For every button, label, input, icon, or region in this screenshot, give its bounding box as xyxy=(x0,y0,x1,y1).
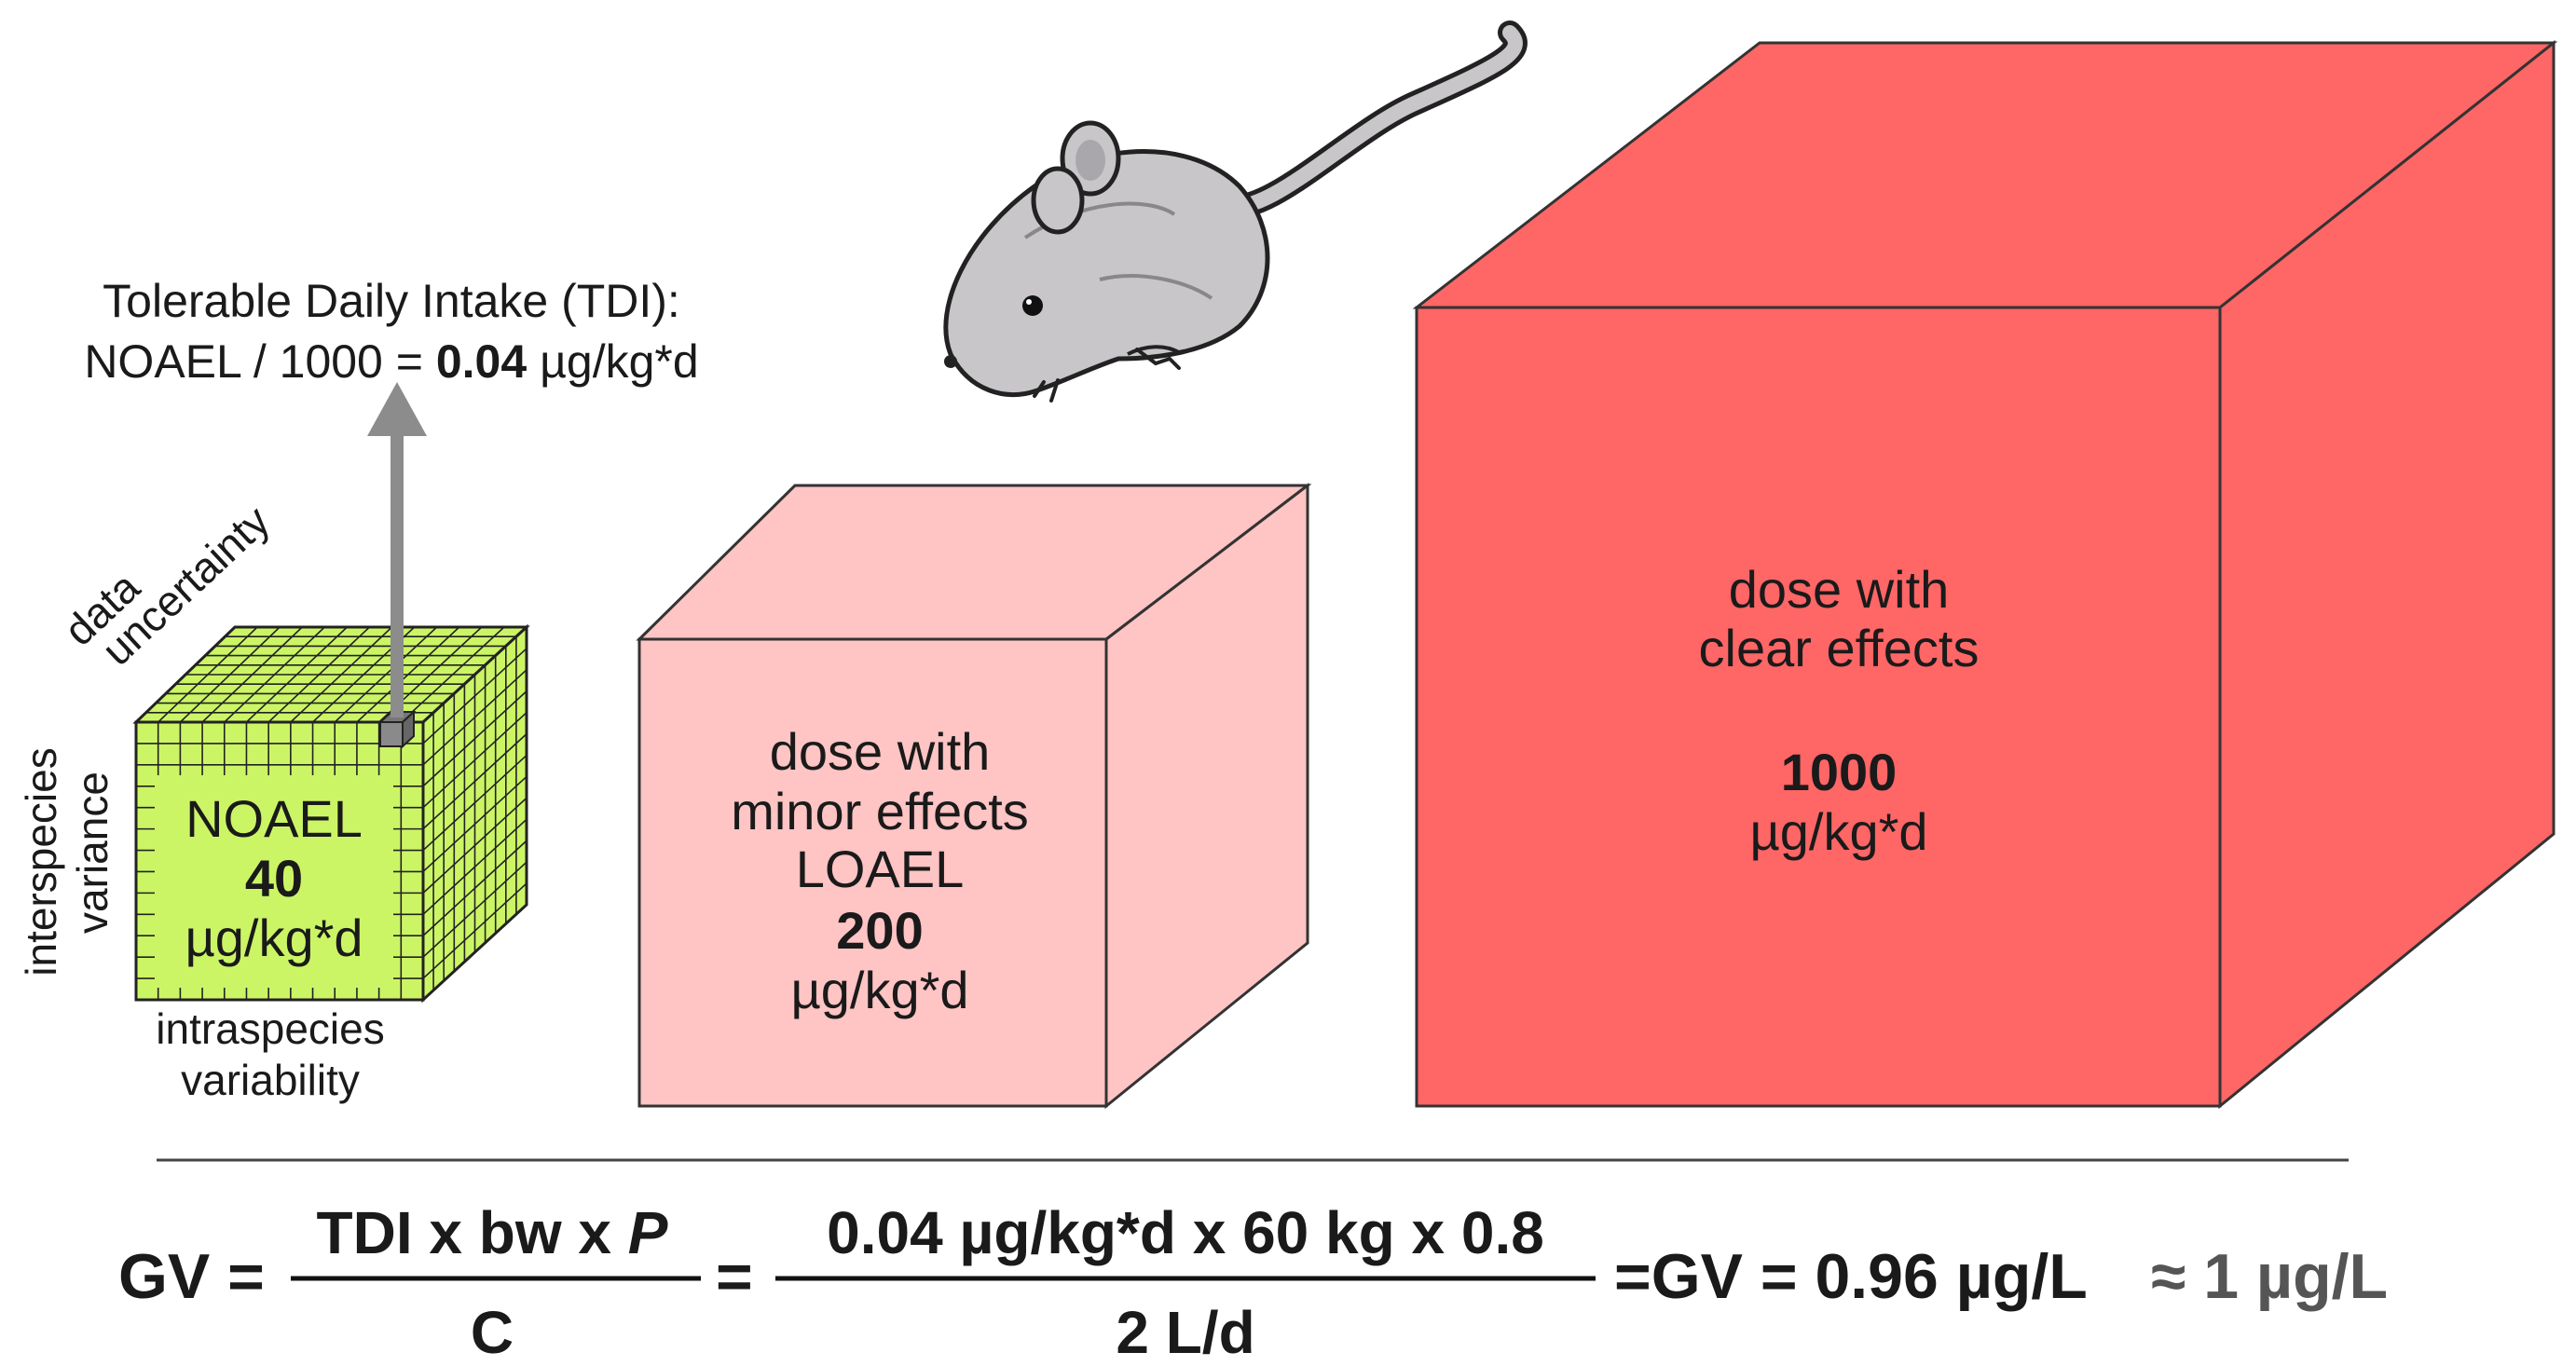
grid-line xyxy=(423,669,527,766)
formula-numerator-2: 0.04 µg/kg*d x 60 kg x 0.8 xyxy=(827,1199,1544,1266)
effect-cube-unit: µg/kg*d xyxy=(1749,802,1927,861)
formula-numerator-1: TDI x bw x P xyxy=(317,1199,668,1266)
noael-unit: µg/kg*d xyxy=(185,908,363,967)
grid-line xyxy=(423,775,527,873)
grid-line xyxy=(423,733,527,830)
axis-variability-label: variability xyxy=(181,1056,360,1104)
noael-value: 40 xyxy=(245,849,303,908)
formula-denominator-2: 2 L/d xyxy=(1116,1299,1254,1366)
loael-cube-value: 200 xyxy=(836,901,923,960)
tdi-arrow xyxy=(367,382,427,717)
grid-line xyxy=(423,861,527,958)
mouse-illustration xyxy=(943,20,1528,403)
formula-denominator-1: C xyxy=(471,1299,514,1366)
formula-lhs: GV = xyxy=(118,1241,265,1312)
grid-line xyxy=(423,882,527,979)
loael-cube-line2: minor effects xyxy=(731,782,1029,840)
formula-approx: ≈ 1 µg/L xyxy=(2151,1241,2388,1312)
loael-cube-line1: dose with xyxy=(770,722,991,781)
effect-cube-line2: clear effects xyxy=(1699,619,1980,677)
clear-effects-cube: dose with clear effects 1000 µg/kg*d xyxy=(1412,39,2558,1110)
formula-result: =GV = 0.96 µg/L xyxy=(1614,1241,2088,1312)
grid-line xyxy=(423,797,527,894)
noael-label: NOAEL xyxy=(185,789,363,848)
grid-line xyxy=(423,712,527,809)
tdi-line1: Tolerable Daily Intake (TDI): xyxy=(103,275,680,327)
grid-line xyxy=(423,648,527,744)
loael-cube-line3: LOAEL xyxy=(796,840,965,898)
tdi-line2: NOAEL / 1000 = 0.04 µg/kg*d xyxy=(84,335,698,388)
effect-cube-line1: dose with xyxy=(1729,560,1950,619)
effect-cube-value: 1000 xyxy=(1781,743,1898,801)
axis-intraspecies-label: intraspecies xyxy=(156,1004,384,1053)
grid-line xyxy=(423,690,527,787)
grid-line xyxy=(423,754,527,852)
grid-line xyxy=(423,840,527,936)
gv-formula: GV = TDI x bw x P C = 0.04 µg/kg*d x 60 … xyxy=(118,1199,2388,1366)
minor-effects-cube: dose with minor effects LOAEL 200 µg/kg*… xyxy=(636,482,1312,1110)
axis-variance-label: variance xyxy=(68,772,116,934)
loael-cube-unit: µg/kg*d xyxy=(790,961,968,1019)
noael-cube: NOAEL 40 µg/kg*d xyxy=(132,623,530,1004)
grid-line xyxy=(423,818,527,915)
formula-equals-2: = xyxy=(716,1241,753,1312)
axis-interspecies-label: interspecies xyxy=(17,747,65,976)
tdi-text: Tolerable Daily Intake (TDI): NOAEL / 10… xyxy=(84,275,698,388)
